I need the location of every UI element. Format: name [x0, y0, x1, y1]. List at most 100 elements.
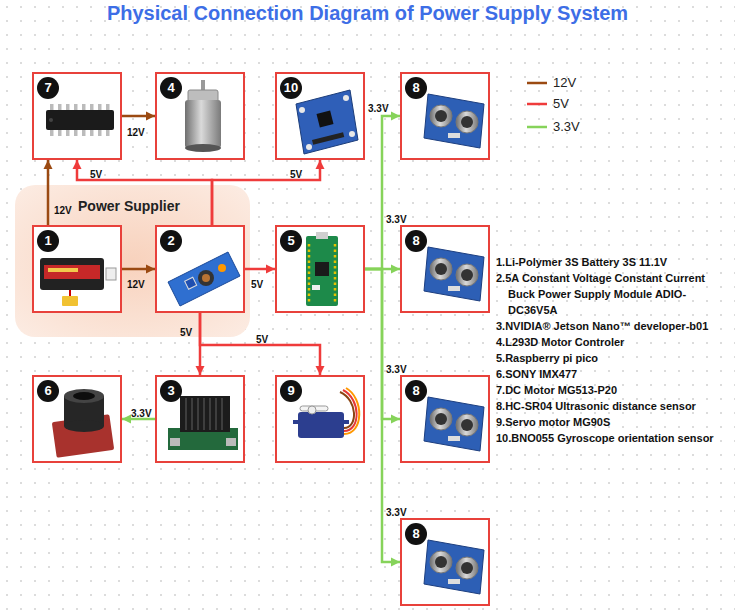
voltage-label: 3.3V [131, 408, 152, 419]
pico-board-picture [315, 262, 329, 276]
power-wire [122, 265, 155, 274]
box-ground [32, 375, 122, 463]
group-title: Power Supplier [78, 198, 180, 214]
voltage-label: 5V [90, 169, 102, 180]
part-list-item: 5.Raspberry pi pico [496, 350, 728, 366]
box-ground [275, 225, 365, 313]
power-wire [122, 112, 155, 121]
motor-driver-chip-picture [82, 130, 86, 136]
buck-module-picture [202, 274, 210, 282]
box-ground [400, 225, 490, 313]
jetson-picture [186, 398, 222, 430]
power-supplier-band [15, 185, 250, 337]
arrow-head [391, 558, 400, 567]
parts-list: 1.Li-Polymer 3S Battery 3S 11.1V2.5A Con… [496, 254, 728, 446]
buck-module-picture [198, 270, 214, 286]
motor-driver-chip-picture [58, 130, 62, 136]
callout-number: 4 [160, 77, 182, 99]
gyroscope-board-picture [296, 90, 358, 154]
box-ground [32, 72, 122, 160]
dc-motor-picture [185, 100, 221, 148]
diagram-title: Physical Connection Diagram of Power Sup… [107, 2, 628, 24]
jetson-picture [203, 398, 205, 430]
servo-picture [293, 388, 359, 438]
servo-picture [308, 406, 316, 414]
illustration-layer [424, 247, 484, 301]
arrow-head [146, 112, 155, 121]
pico-board-picture [306, 236, 338, 306]
illustration-layer [424, 397, 484, 451]
callout-number: 3 [160, 380, 182, 402]
part-list-item: 2.5A Constant Voltage Constant Current B… [496, 270, 728, 318]
jetson-picture [185, 398, 187, 430]
callout-number: 8 [405, 523, 427, 545]
battery-picture [40, 258, 104, 290]
component-box: 8 [400, 518, 490, 606]
voltage-label-holder: 3.3V [386, 359, 407, 377]
gyroscope-board-picture [312, 132, 344, 145]
callout-number: 10 [280, 77, 302, 99]
camera-picture [73, 392, 95, 400]
wire-line [365, 116, 400, 269]
voltage-label-holder: 3.3V [131, 403, 152, 421]
motor-driver-chip-picture [98, 130, 102, 136]
pico-board-picture [306, 232, 338, 306]
gyroscope-board-picture [299, 107, 305, 113]
part-list-item: 3.NVIDIA® Jetson Nano™ developer-b01 [496, 318, 728, 334]
component-box: 6 [32, 375, 122, 463]
legend-swatch [527, 126, 547, 129]
callout-number: 8 [405, 380, 427, 402]
arrow-head [122, 415, 131, 424]
voltage-label: 12V [127, 127, 145, 138]
motor-driver-chip-picture [90, 104, 94, 110]
callout-number: 8 [405, 77, 427, 99]
servo-picture [344, 388, 359, 434]
box-ground [155, 72, 245, 160]
box-ground [275, 375, 365, 463]
arrow-head [316, 160, 325, 169]
illustration-layer [424, 94, 484, 148]
battery-picture [62, 296, 78, 306]
component-box: 9 [275, 375, 365, 463]
legend-swatch [527, 103, 547, 106]
callout-number: 1 [37, 230, 59, 252]
arrow-head [196, 366, 205, 375]
jetson-picture [170, 438, 180, 446]
motor-driver-chip-picture [66, 104, 70, 110]
voltage-label-holder: 3.3V [368, 98, 389, 116]
box-ground [275, 72, 365, 160]
illustration-layer [424, 540, 484, 594]
callout-number: 5 [280, 230, 302, 252]
servo-picture [293, 420, 349, 424]
jetson-picture [180, 396, 230, 432]
callout-number: 7 [37, 77, 59, 99]
component-box: 7 [32, 72, 122, 160]
jetson-picture [197, 398, 199, 430]
voltage-label-holder: 3.3V [386, 502, 407, 520]
power-wire [73, 160, 213, 225]
component-box: 1 [32, 225, 122, 313]
callout-number: 8 [405, 230, 427, 252]
component-box: 10 [275, 72, 365, 160]
part-list-item: 6.SONY IMX477 [496, 366, 728, 382]
gyroscope-board-picture [317, 111, 334, 128]
camera-picture [64, 420, 104, 432]
arrow-head [316, 366, 325, 375]
motor-driver-chip-picture [50, 130, 54, 136]
wire-line [200, 313, 320, 375]
component-box: 4 [155, 72, 245, 160]
camera-picture [52, 389, 114, 458]
arrow-head [391, 112, 400, 121]
box-ground [32, 72, 490, 606]
power-wire [365, 112, 400, 270]
callout-number: 2 [160, 230, 182, 252]
gyroscope-board-picture [343, 95, 349, 101]
battery-picture [48, 268, 78, 272]
voltage-label-holder: 5V [256, 329, 268, 347]
voltage-label-holder: 12V [54, 200, 72, 218]
wire-line [212, 160, 320, 225]
jetson-picture [209, 398, 211, 430]
